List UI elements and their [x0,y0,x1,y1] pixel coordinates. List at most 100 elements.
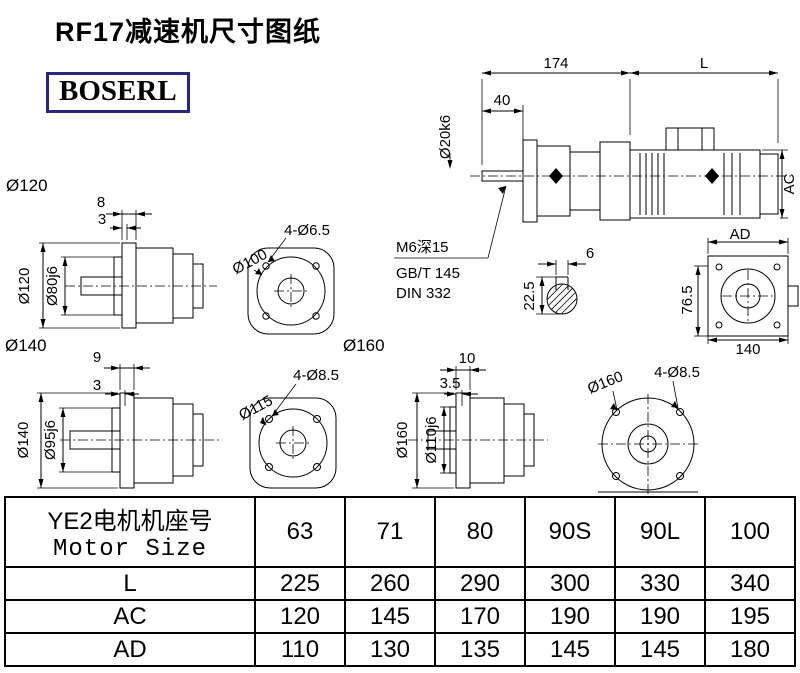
table-cell: 300 [524,566,616,601]
table-cell: 100 [704,496,796,568]
dim-spigot-depth: 3 [98,211,106,228]
dim-40: 40 [494,92,511,109]
tap-hole-notes: M6深15 GB/T 145 DIN 332 [394,185,507,302]
view-160-flange-drawing: Ø160 4-Ø8.5 [585,364,700,494]
flange-outline [247,247,335,335]
dim-lines [536,260,586,315]
table-cell: 260 [344,566,436,601]
table-row-ad: AD 110 130 135 145 145 180 [4,632,796,667]
dim-l: L [700,55,708,72]
table-cell: 170 [434,599,526,634]
table-cell: 145 [614,632,706,667]
table-cell: 190 [524,599,616,634]
table-cell: 195 [704,599,796,634]
view-140-flange-drawing: 4-Ø8.5 Ø115 [236,367,339,489]
flange-outline [249,397,337,489]
shaft-section-outline [546,276,578,315]
motor-size-label-cn: YE2电机机座号 [47,508,213,535]
table-cell: 145 [344,599,436,634]
table-cell: 190 [614,599,706,634]
table-cell: 90L [614,496,706,568]
dim-174: 174 [543,55,568,72]
table-cell: 340 [704,566,796,601]
dim-hub-diameter: Ø95j6 [42,420,59,460]
section-label-140: Ø140 [5,336,47,355]
motor-size-table: YE2电机机座号 Motor Size 63 71 80 90S 90L 100… [4,496,796,667]
leader-lines [610,380,679,411]
gearbox-outline [408,392,548,489]
dim-body-diameter: Ø120 [16,268,33,305]
label-flange-diameter: Ø160 [585,368,625,398]
row-label: AD [4,632,256,667]
label-bolt-holes: 4-Ø8.5 [293,367,339,384]
dim-lines [39,210,152,329]
gearmotor-outline [470,127,792,223]
table-cell: 330 [614,566,706,601]
dim-ad: AD [730,226,751,243]
dim-flange-thickness: 10 [459,350,476,367]
view-160-side-drawing: 10 3.5 Ø160 Ø110j6 [394,350,548,489]
dim-flange-thickness: 8 [97,194,105,211]
note-din-standard: DIN 332 [396,285,451,302]
table-cell: 110 [254,632,346,667]
section-label-160: Ø160 [343,336,385,355]
table-row-ac: AC 120 145 170 190 190 195 [4,599,796,634]
leader-lines [260,383,297,426]
label-bolt-circle: Ø115 [236,392,275,424]
dim-key-width: 6 [586,245,594,262]
leader-lines [394,185,507,259]
row-label: AC [4,599,256,634]
dim-shaft-diameter: Ø20k6 [437,115,454,159]
dim-key-depth: 22.5 [521,281,538,310]
leader-lines [253,237,287,276]
main-assembly-drawing: 174 L 40 Ø20k6 AC [437,55,798,223]
note-m6-thread: M6深15 [396,239,449,256]
side-flange-drawing: AD 76.5 140 [679,226,799,358]
dim-hub-diameter: Ø110j6 [423,416,440,463]
table-cell: 135 [434,632,526,667]
dim-body-diameter: Ø140 [15,422,32,459]
table-row-l: L 225 260 290 300 330 340 [4,566,796,601]
dim-76-5: 76.5 [679,285,696,314]
boserl-logo: BOSERL [46,72,190,113]
boserl-logo-text: BOSERL [59,75,177,107]
dim-lines [412,366,486,489]
flange-outline [707,255,799,337]
dim-spigot-depth: 3.5 [440,375,461,392]
flange-outline [598,394,698,494]
dim-body-diameter: Ø160 [394,422,411,459]
table-cell: 225 [254,566,346,601]
dim-hub-diameter: Ø80j6 [44,266,61,306]
table-cell: 180 [704,632,796,667]
dim-lines [694,238,789,344]
dim-lines [37,364,150,489]
note-gbt-standard: GB/T 145 [396,265,460,282]
table-cell: 90S [524,496,616,568]
dim-spigot-depth: 3 [93,377,101,394]
dim-flange-thickness: 9 [93,349,101,366]
motor-size-label-en: Motor Size [52,536,208,563]
gearbox-outline [65,242,217,329]
dim-ac: AC [781,173,798,194]
page-title: RF17减速机尺寸图纸 [55,17,322,47]
table-header-row: YE2电机机座号 Motor Size 63 71 80 90S 90L 100 [4,496,796,568]
table-cell: 130 [344,632,436,667]
dim-lines [447,70,788,219]
dim-140-width: 140 [735,341,760,358]
table-cell: 290 [434,566,526,601]
table-cell: 80 [434,496,526,568]
table-cell: 71 [344,496,436,568]
section-label-120: Ø120 [6,176,48,195]
gearbox-outline [60,392,220,489]
label-bolt-holes: 4-Ø8.5 [654,364,700,381]
label-bolt-circle: Ø100 [230,246,270,278]
view-140-side-drawing: 9 3 Ø140 Ø95j6 [15,349,220,489]
motor-size-header-cell: YE2电机机座号 Motor Size [4,496,256,568]
label-bolt-holes: 4-Ø6.5 [284,222,330,239]
keyway-section-drawing: 6 22.5 [521,245,594,315]
view-120-flange-drawing: 4-Ø6.5 Ø100 [230,222,335,335]
view-120-side-drawing: 8 3 Ø120 Ø80j6 [16,194,217,329]
table-cell: 120 [254,599,346,634]
table-cell: 63 [254,496,346,568]
